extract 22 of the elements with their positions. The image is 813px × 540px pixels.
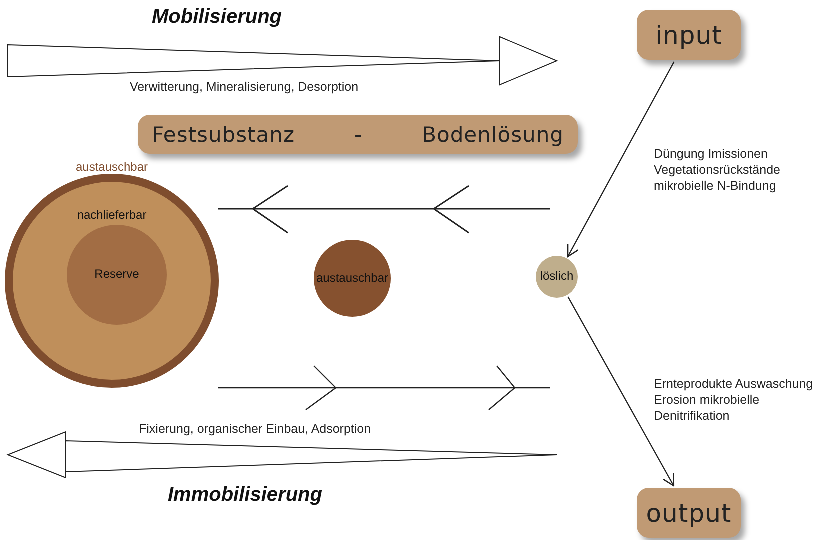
box-text: input [656, 20, 722, 50]
box-text: output [646, 498, 732, 528]
edge-label: Ernteprodukte Auswaschung Erosion mikrobielle Denitrifikation [654, 376, 813, 424]
circle [536, 256, 578, 298]
process-heading: Immobilisierung [168, 484, 322, 507]
circle-text: löslich [540, 269, 574, 283]
box-text: Festsubstanz [152, 122, 295, 146]
label-band [138, 115, 578, 154]
process-note: Fixierung, organischer Einbau, Adsorption [139, 421, 372, 437]
arrow [568, 296, 675, 487]
circle-text: nachlieferbar [77, 208, 147, 222]
box-text: Bodenlösung [422, 122, 564, 146]
circle-heading: austauschbar [76, 160, 148, 174]
rounded-box [637, 488, 741, 538]
circle-text: Reserve [94, 267, 140, 281]
process-heading: Mobilisierung [152, 6, 282, 29]
process-note: Verwitterung, Mineralisierung, Desorption [130, 79, 359, 95]
rounded-box [637, 10, 741, 60]
edge-label: Düngung Imissionen Vegetationsrückstände mikrobielle N-Bindung [654, 146, 782, 194]
arrow [567, 62, 675, 258]
circle-text: austauschbar [316, 270, 389, 284]
box-text: - [354, 122, 363, 146]
